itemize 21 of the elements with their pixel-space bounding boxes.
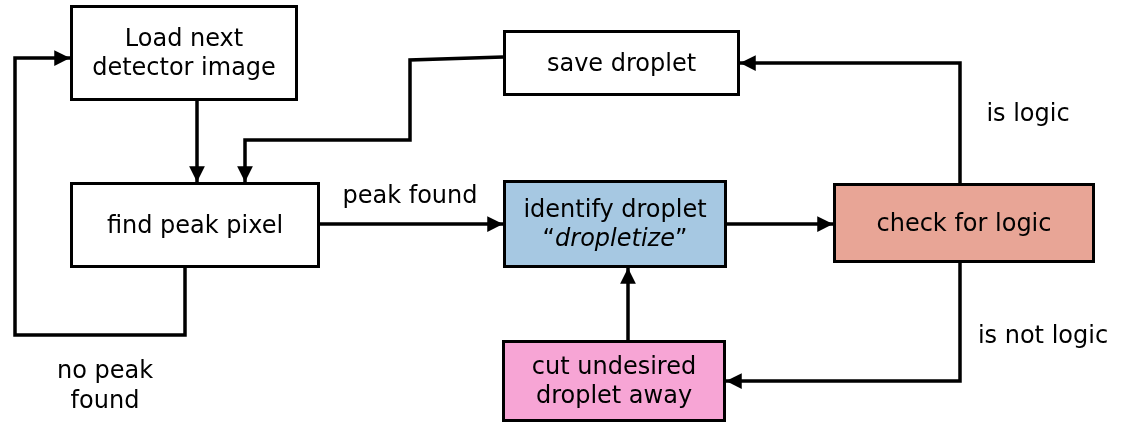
process-box xyxy=(502,340,726,422)
arrow xyxy=(740,55,962,183)
process-box xyxy=(503,180,727,268)
box-label: cut undesired droplet away xyxy=(530,352,698,410)
process-box xyxy=(503,30,740,96)
arrow xyxy=(620,268,636,340)
box-label: check for logic xyxy=(876,208,1052,238)
box-subtitle: “dropletize” xyxy=(542,224,688,253)
process-box xyxy=(70,5,298,101)
arrow xyxy=(237,55,504,182)
process-box xyxy=(833,183,1095,263)
arrow xyxy=(727,216,833,232)
arrow xyxy=(13,50,187,337)
box-label: find peak pixel xyxy=(106,210,284,240)
arrow xyxy=(320,216,503,232)
box-label: save droplet xyxy=(546,48,697,78)
process-box xyxy=(70,182,320,268)
box-label: Load next detector image xyxy=(91,24,277,82)
box-label: identify droplet xyxy=(523,195,707,224)
arrow xyxy=(726,263,962,389)
arrow xyxy=(189,101,205,182)
